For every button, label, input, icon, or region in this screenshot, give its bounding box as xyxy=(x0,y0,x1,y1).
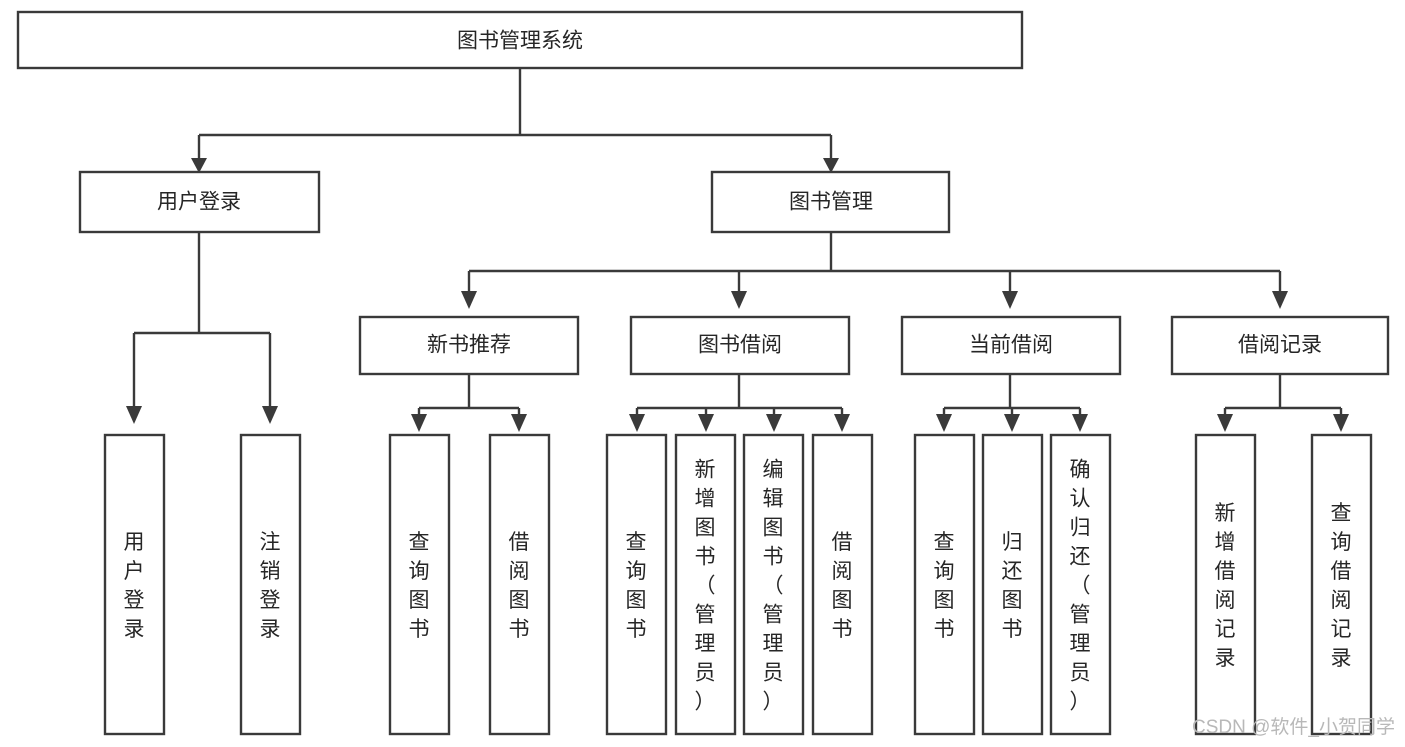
leaf-user-logout-box[interactable] xyxy=(239,433,302,736)
arrow-head-leaf-edit-book xyxy=(766,414,782,432)
node-user-login-label: 用户登录 xyxy=(157,191,241,214)
node-borrow-record-label: 借阅记录 xyxy=(1238,334,1322,357)
arrow-head-leaf-confirm-return xyxy=(1072,414,1088,432)
leaf-return-book-label: 归还图书 xyxy=(1002,531,1023,641)
leaf-user-logout[interactable]: 注销登录 xyxy=(239,433,302,736)
leaf-user-logout-label: 注销登录 xyxy=(260,531,281,641)
csdn-watermark: CSDN @软件_小贺同学 xyxy=(1192,716,1395,738)
leaf-query-book-1-label: 查询图书 xyxy=(409,531,430,641)
leaf-borrow-book-1-box[interactable] xyxy=(488,433,551,736)
node-user-login-box[interactable] xyxy=(78,170,321,234)
arrow-head-user-login xyxy=(191,158,207,173)
leaf-query-book-3[interactable]: 查询图书 xyxy=(913,433,976,736)
leaf-user-login-label: 用户登录 xyxy=(124,531,145,641)
node-new-book-recommend[interactable]: 新书推荐 xyxy=(358,315,580,376)
arrow-head-new-book-recommend xyxy=(461,291,477,309)
arrow-head-leaf-query-book-3 xyxy=(936,414,952,432)
arrow-head-leaf-borrow-book-2 xyxy=(834,414,850,432)
leaf-query-book-2-label: 查询图书 xyxy=(626,531,647,641)
leaf-query-book-1[interactable]: 查询图书 xyxy=(388,433,451,736)
connector-layer xyxy=(126,68,1349,432)
leaf-return-book[interactable]: 归还图书 xyxy=(981,433,1044,736)
leaf-add-record-label: 新增借阅记录 xyxy=(1215,502,1236,670)
node-current-borrow-box[interactable] xyxy=(900,315,1122,376)
arrow-head-leaf-query-book-2 xyxy=(629,414,645,432)
node-new-book-recommend-box[interactable] xyxy=(358,315,580,376)
leaf-confirm-return[interactable]: 确认归还（管理员） xyxy=(1049,433,1112,736)
leaf-confirm-return-label: 确认归还（管理员） xyxy=(1070,459,1091,714)
leaf-query-record-box[interactable] xyxy=(1310,433,1373,736)
node-book-management-label: 图书管理 xyxy=(789,191,873,214)
leaf-query-book-2[interactable]: 查询图书 xyxy=(605,433,668,736)
leaf-edit-book-label: 编辑图书（管理员） xyxy=(763,459,784,714)
leaf-add-book-box[interactable] xyxy=(674,433,737,736)
leaf-query-book-2-box[interactable] xyxy=(605,433,668,736)
leaf-user-login-box[interactable] xyxy=(103,433,166,736)
leaf-query-record-label: 查询借阅记录 xyxy=(1331,502,1352,670)
leaf-query-book-3-box[interactable] xyxy=(913,433,976,736)
arrow-head-leaf-user-logout xyxy=(262,406,278,424)
arrow-head-leaf-query-record xyxy=(1333,414,1349,432)
leaf-return-book-box[interactable] xyxy=(981,433,1044,736)
node-root[interactable]: 图书管理系统 xyxy=(16,10,1024,70)
leaf-query-book-3-label: 查询图书 xyxy=(934,531,955,641)
leaf-borrow-book-2-box[interactable] xyxy=(811,433,874,736)
node-book-management[interactable]: 图书管理 xyxy=(710,170,951,234)
node-book-borrow-box[interactable] xyxy=(629,315,851,376)
arrow-head-current-borrow xyxy=(1002,291,1018,309)
leaf-query-record[interactable]: 查询借阅记录 xyxy=(1310,433,1373,736)
node-borrow-record[interactable]: 借阅记录 xyxy=(1170,315,1390,376)
leaf-confirm-return-box[interactable] xyxy=(1049,433,1112,736)
leaf-borrow-book-2[interactable]: 借阅图书 xyxy=(811,433,874,736)
leaf-borrow-book-1[interactable]: 借阅图书 xyxy=(488,433,551,736)
leaf-add-book[interactable]: 新增图书（管理员） xyxy=(674,433,737,736)
arrow-head-leaf-add-book xyxy=(698,414,714,432)
node-book-management-box[interactable] xyxy=(710,170,951,234)
node-book-borrow[interactable]: 图书借阅 xyxy=(629,315,851,376)
leaf-user-login[interactable]: 用户登录 xyxy=(103,433,166,736)
arrow-head-leaf-user-login xyxy=(126,406,142,424)
node-current-borrow[interactable]: 当前借阅 xyxy=(900,315,1122,376)
leaf-edit-book[interactable]: 编辑图书（管理员） xyxy=(742,433,805,736)
leaf-add-record-box[interactable] xyxy=(1194,433,1257,736)
node-root-label: 图书管理系统 xyxy=(457,30,583,53)
node-current-borrow-label: 当前借阅 xyxy=(969,334,1053,357)
node-book-borrow-label: 图书借阅 xyxy=(698,334,782,357)
arrow-head-leaf-add-record xyxy=(1217,414,1233,432)
leaf-borrow-book-2-label: 借阅图书 xyxy=(832,531,853,641)
node-borrow-record-box[interactable] xyxy=(1170,315,1390,376)
node-new-book-recommend-label: 新书推荐 xyxy=(427,334,511,357)
leaf-add-book-label: 新增图书（管理员） xyxy=(695,459,716,714)
arrow-head-book-borrow xyxy=(731,291,747,309)
arrow-head-leaf-query-book-1 xyxy=(411,414,427,432)
arrow-head-book-management xyxy=(823,158,839,173)
arrow-head-leaf-return-book xyxy=(1004,414,1020,432)
leaf-query-book-1-box[interactable] xyxy=(388,433,451,736)
leaf-edit-book-box[interactable] xyxy=(742,433,805,736)
arrow-head-leaf-borrow-book-1 xyxy=(511,414,527,432)
node-user-login[interactable]: 用户登录 xyxy=(78,170,321,234)
leaf-add-record[interactable]: 新增借阅记录 xyxy=(1194,433,1257,736)
arrow-head-borrow-record xyxy=(1272,291,1288,309)
leaf-borrow-book-1-label: 借阅图书 xyxy=(509,531,530,641)
node-root-box[interactable] xyxy=(16,10,1024,70)
